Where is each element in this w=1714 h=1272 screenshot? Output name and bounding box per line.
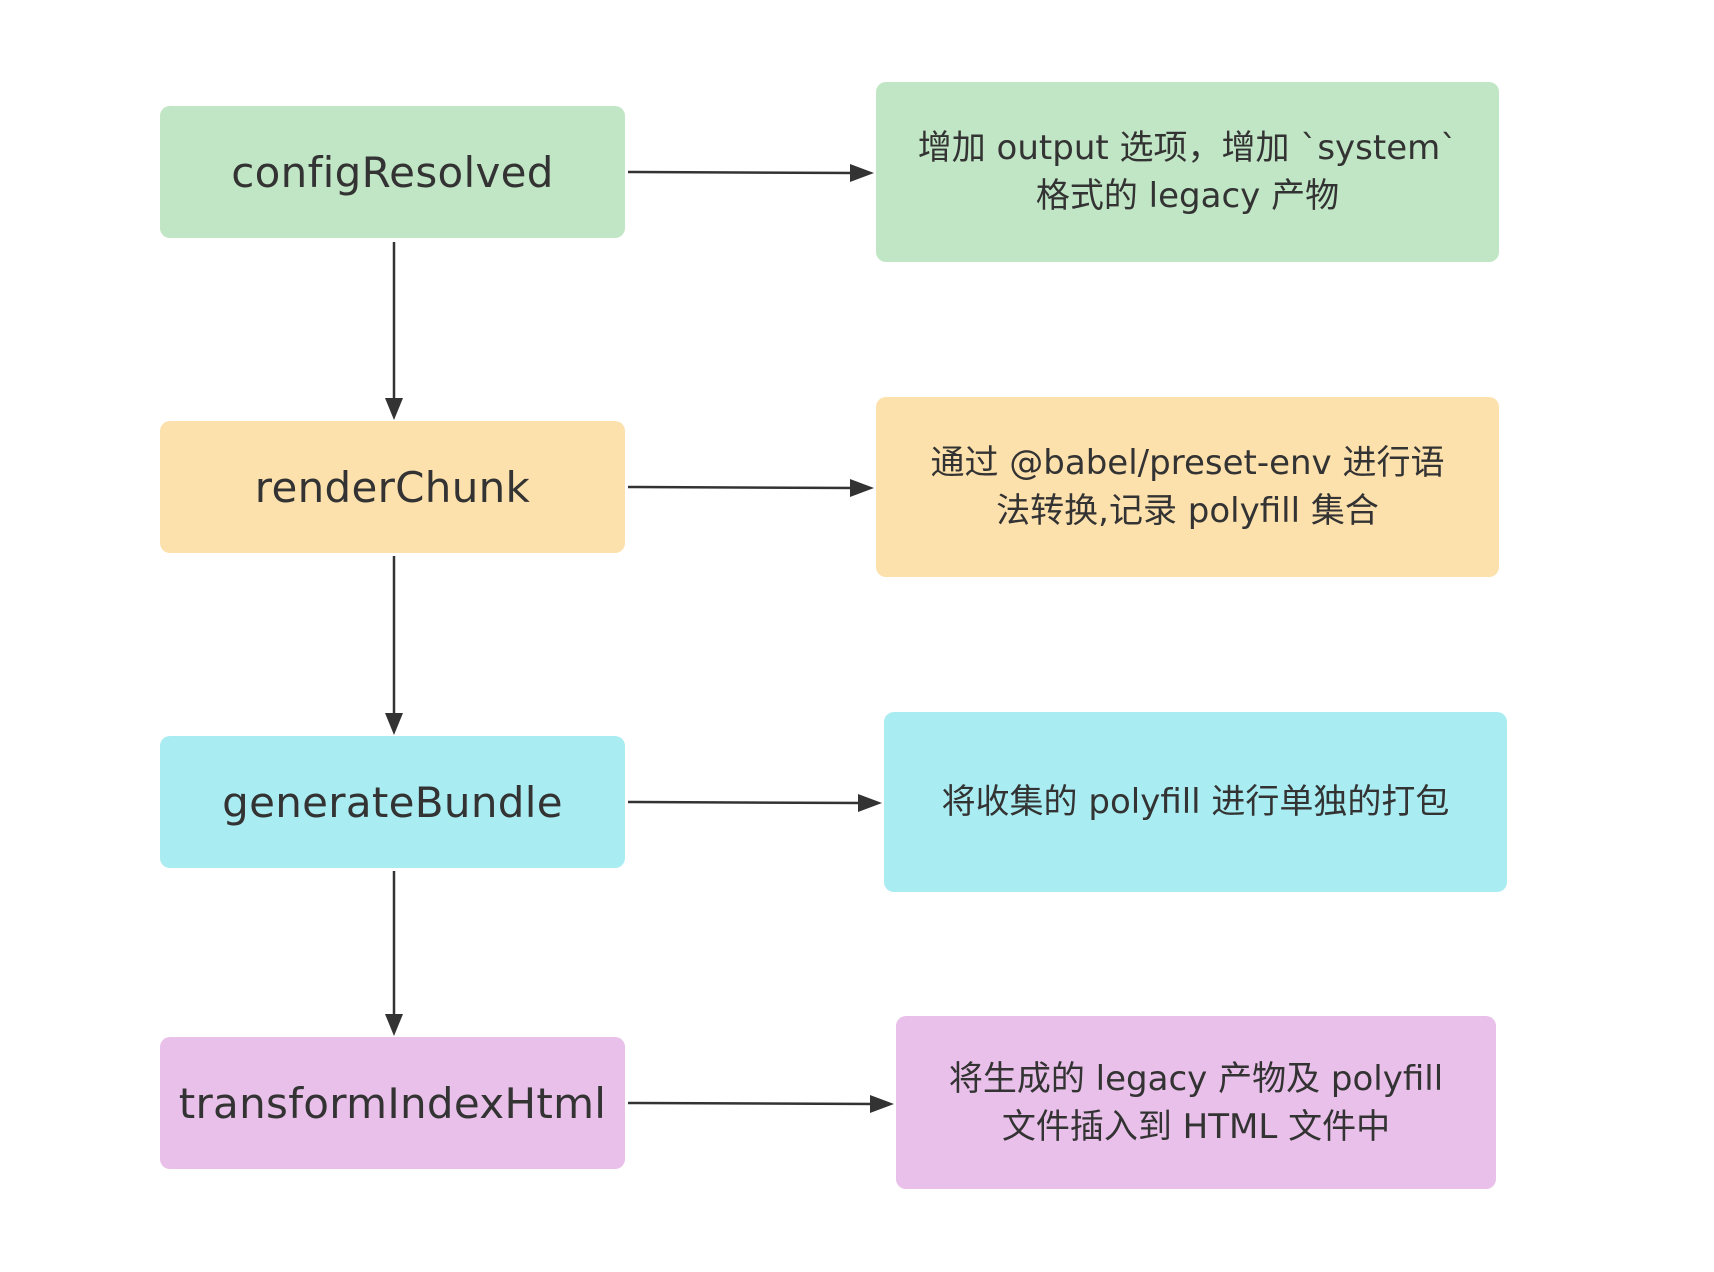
stage-label: configResolved	[231, 147, 554, 197]
note-render-chunk: 通过 @babel/preset-env 进行语 法转换,记录 polyfill…	[876, 397, 1499, 577]
arrowhead-note-3	[858, 794, 882, 812]
stage-label: transformIndexHtml	[178, 1078, 607, 1128]
note-generate-bundle: 将收集的 polyfill 进行单独的打包	[884, 712, 1507, 892]
note-config-resolved: 增加 output 选项，增加 `system` 格式的 legacy 产物	[876, 82, 1499, 262]
arrow-stage-4-to-note-4	[627, 1101, 877, 1106]
arrowhead-note-1	[850, 164, 874, 182]
note-line: 格式的 legacy 产物	[1035, 176, 1340, 216]
stage-label: renderChunk	[254, 462, 531, 512]
note-text: 将生成的 legacy 产物及 polyfill 文件插入到 HTML 文件中	[949, 1055, 1443, 1151]
stage-config-resolved: configResolved	[160, 106, 625, 238]
note-line: 法转换,记录 polyfill 集合	[996, 491, 1379, 531]
arrowhead-stage-3	[385, 713, 403, 735]
stage-label: generateBundle	[222, 777, 563, 827]
arrowhead-note-2	[850, 479, 874, 497]
note-line: 将生成的 legacy 产物及 polyfill	[948, 1058, 1444, 1099]
note-text: 将收集的 polyfill 进行单独的打包	[942, 778, 1450, 826]
note-line: 将收集的 polyfill 进行单独的打包	[941, 782, 1450, 822]
arrow-stage-3-to-note-3	[627, 800, 865, 805]
arrow-stage-1-to-note-1	[627, 170, 857, 175]
note-line: 文件插入到 HTML 文件中	[1001, 1106, 1391, 1147]
note-text: 增加 output 选项，增加 `system` 格式的 legacy 产物	[918, 124, 1457, 220]
stage-render-chunk: renderChunk	[160, 421, 625, 553]
note-line: 通过 @babel/preset-env 进行语	[930, 443, 1445, 483]
arrowhead-stage-2	[385, 398, 403, 420]
arrowhead-note-4	[870, 1095, 894, 1113]
note-transform-index-html: 将生成的 legacy 产物及 polyfill 文件插入到 HTML 文件中	[896, 1016, 1496, 1189]
note-line: 增加 output 选项，增加 `system`	[917, 128, 1458, 168]
stage-generate-bundle: generateBundle	[160, 736, 625, 868]
arrowhead-stage-4	[385, 1014, 403, 1036]
stage-transform-index-html: transformIndexHtml	[160, 1037, 625, 1169]
note-text: 通过 @babel/preset-env 进行语 法转换,记录 polyfill…	[931, 439, 1445, 535]
arrow-stage-2-to-note-2	[627, 485, 857, 490]
